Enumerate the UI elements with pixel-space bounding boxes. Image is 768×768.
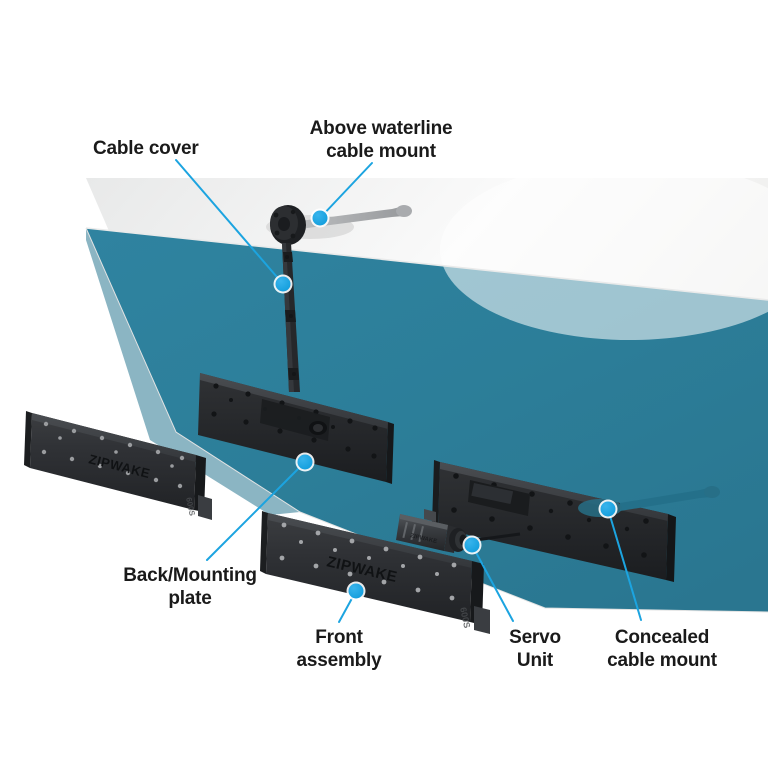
blade-center-tab bbox=[474, 606, 490, 634]
callout-dot-cable-cover[interactable] bbox=[275, 276, 291, 292]
callout-back-mounting-plate[interactable] bbox=[206, 452, 315, 561]
callout-label-front-assembly: Front assembly bbox=[296, 627, 382, 671]
callout-dot-front-assembly[interactable] bbox=[348, 583, 364, 599]
callout-label-back-mounting-plate: Back/Mounting plate bbox=[123, 565, 257, 609]
cable-mount-screw-4 bbox=[290, 209, 296, 215]
callout-dot-above-waterline-cable-mount[interactable] bbox=[312, 210, 328, 226]
hull-keel-edge bbox=[85, 227, 768, 613]
hull-highlight bbox=[440, 160, 768, 340]
blade-left-tab bbox=[198, 495, 212, 520]
callout-leader-concealed-cable-mount bbox=[607, 508, 642, 621]
callout-leader-servo-unit bbox=[471, 544, 514, 622]
callout-layer bbox=[175, 159, 642, 623]
cable-cover-bolt-2 bbox=[289, 314, 293, 318]
blade-center-bolts bbox=[279, 522, 457, 601]
servo-body-top bbox=[400, 514, 448, 530]
servo-brand: ZIPWAKE bbox=[410, 533, 438, 545]
callout-servo-unit[interactable] bbox=[462, 535, 514, 622]
mounting-plate-right-end bbox=[666, 514, 676, 582]
blade-center-side-mark: 600S bbox=[458, 606, 472, 629]
back-mounting-plate-installed bbox=[198, 373, 394, 484]
cable-mount-screw-3 bbox=[290, 233, 296, 239]
servo-unit: ZIPWAKE bbox=[396, 509, 521, 553]
callout-leader-above-waterline-cable-mount bbox=[319, 162, 373, 219]
callout-cable-cover[interactable] bbox=[175, 159, 293, 294]
callout-leader-cable-cover bbox=[175, 159, 284, 285]
front-assembly-left: ZIPWAKE 600S bbox=[24, 411, 212, 520]
callout-dot-back-mounting-plate[interactable] bbox=[297, 454, 313, 470]
cable-end-tab bbox=[396, 205, 412, 217]
blade-center-top bbox=[268, 513, 472, 568]
blade-center-face bbox=[266, 513, 472, 622]
mounting-plate-cable-hole bbox=[313, 424, 323, 432]
callout-label-above-waterline-cable-mount: Above waterline cable mount bbox=[309, 118, 453, 162]
mounting-plate-right-rail bbox=[471, 483, 514, 505]
callout-front-assembly[interactable] bbox=[338, 581, 366, 623]
concealed-cable bbox=[620, 487, 718, 511]
callout-above-waterline-cable-mount[interactable] bbox=[310, 162, 373, 228]
callout-dot-concealed-cable-mount[interactable] bbox=[600, 501, 616, 517]
servo-ribs bbox=[402, 521, 424, 543]
mounting-plate-right-start bbox=[432, 460, 440, 528]
cable-cover-bolt-3 bbox=[292, 372, 296, 376]
blade-left-face bbox=[30, 413, 196, 510]
blade-left-side-mark: 600S bbox=[184, 497, 197, 518]
cable-mount-screw-1 bbox=[273, 212, 279, 218]
cable-cover-bolt-1 bbox=[285, 255, 289, 259]
blade-center-start bbox=[260, 511, 268, 574]
callout-dot-servo-unit[interactable] bbox=[464, 537, 480, 553]
cable-mount-screw-2 bbox=[274, 230, 280, 236]
mounting-plate-top bbox=[200, 373, 388, 429]
callout-concealed-cable-mount[interactable] bbox=[598, 499, 642, 621]
callout-leader-back-mounting-plate bbox=[206, 461, 306, 561]
blade-left-bolts bbox=[41, 421, 185, 489]
blade-left-top bbox=[32, 413, 196, 462]
callout-label-concealed-cable-mount: Concealed cable mount bbox=[607, 627, 717, 671]
mounting-plate-end bbox=[386, 422, 394, 484]
concealed-cable-end-tab bbox=[704, 486, 720, 498]
front-assembly-center: ZIPWAKE 600S bbox=[260, 511, 490, 634]
mounting-plate-bolts bbox=[211, 383, 378, 459]
cable-mount-hub bbox=[278, 217, 290, 231]
servo-mount-lug bbox=[424, 509, 436, 522]
callout-label-cable-cover: Cable cover bbox=[93, 138, 199, 159]
blade-left-start bbox=[24, 411, 32, 468]
callout-label-servo-unit: Servo Unit bbox=[509, 627, 561, 671]
waterline bbox=[85, 227, 768, 301]
